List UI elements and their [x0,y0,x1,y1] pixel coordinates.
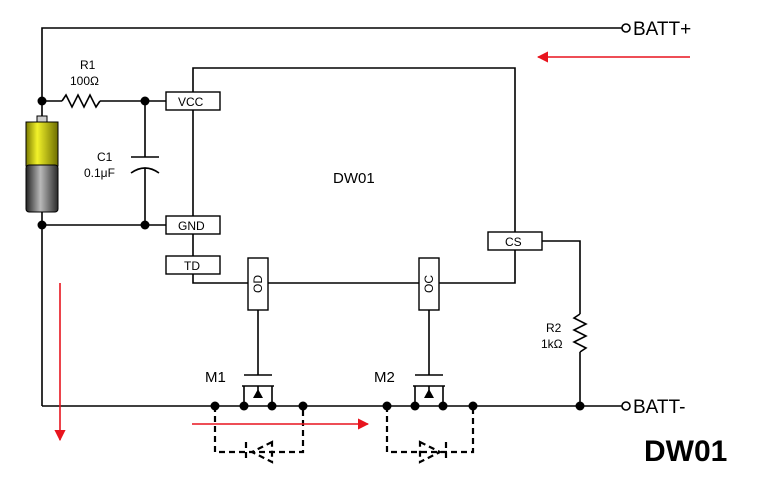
r2-label: R2 [546,321,562,335]
batt-plus-rail [41,27,622,101]
m2-mosfet [413,374,445,406]
c1-value: 0.1μF [84,166,115,180]
pin-gnd[interactable] [165,215,221,235]
m2-body-diode-loop [385,406,475,454]
r1-resistor [61,93,101,109]
m2-arrow [424,389,434,398]
pin-gnd-label: GND [178,219,205,233]
r1-value: 100Ω [70,74,99,88]
battery-top [25,121,59,167]
batt-plus-label: BATT+ [633,19,691,40]
batt-plus-terminal[interactable] [621,23,631,33]
batt-minus-terminal[interactable] [621,401,631,411]
pin-td-label: TD [184,259,200,273]
pin-cs-label: CS [505,235,522,249]
batt-minus-label: BATT- [633,397,685,418]
pin-td[interactable] [165,255,221,275]
pin-od-label: OD [251,275,265,293]
pin-vcc-label: VCC [178,95,204,109]
m1-mosfet [242,374,274,406]
r2-value: 1kΩ [541,337,563,351]
pin-oc-label: OC [422,275,436,293]
cs-wire [542,240,581,314]
r2-resistor [572,313,588,353]
chip-name: DW01 [333,170,375,187]
m2-diode-triangle [418,440,443,464]
dw01-chip-outline [192,67,516,284]
c1-label: C1 [97,150,113,164]
m1-diode-triangle [249,440,274,464]
m1-body-diode-loop [213,406,305,454]
junction-dots [37,96,585,411]
r1-label: R1 [80,58,96,72]
m1-label: M1 [205,369,226,386]
pin-vcc[interactable] [165,91,221,111]
m2-label: M2 [374,369,395,386]
footer-title: DW01 [644,435,727,468]
m1-arrow [253,389,263,398]
battery-body [25,164,59,213]
